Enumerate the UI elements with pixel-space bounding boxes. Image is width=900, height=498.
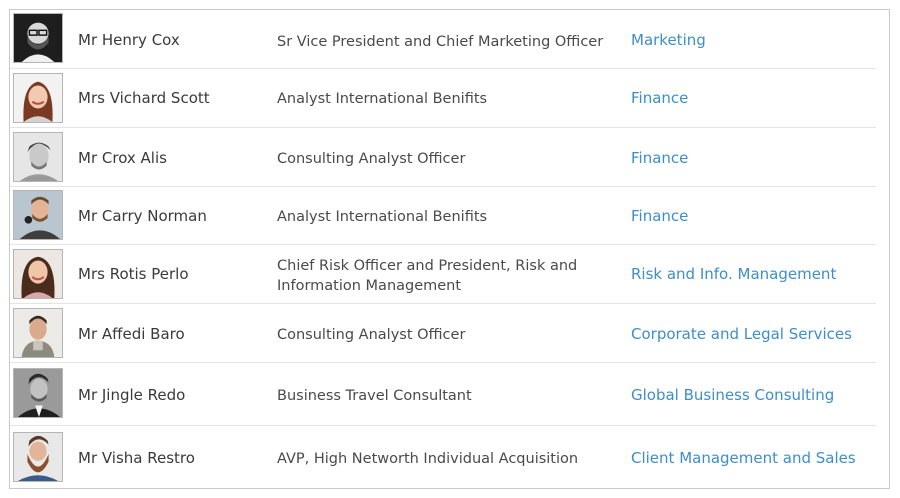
table-row: Mr Affedi Baro Consulting Analyst Office… [10, 304, 876, 363]
employee-title: Sr Vice President and Chief Marketing Of… [277, 34, 604, 50]
avatar [13, 73, 63, 123]
avatar [13, 432, 63, 482]
table-row: Mr Crox Alis Consulting Analyst Officer … [10, 128, 876, 187]
employee-name: Mrs Rotis Perlo [78, 265, 189, 283]
employee-title: Consulting Analyst Officer [277, 327, 466, 343]
employee-name: Mr Jingle Redo [78, 386, 186, 404]
table-row: Mr Jingle Redo Business Travel Consultan… [10, 363, 876, 426]
employee-title: Chief Risk Officer and President, Risk a… [277, 258, 578, 294]
employee-title: Analyst International Benifits [277, 209, 488, 225]
employee-name: Mr Carry Norman [78, 207, 207, 225]
employee-title: Consulting Analyst Officer [277, 151, 466, 167]
table-row: Mr Visha Restro AVP, High Networth Indiv… [10, 426, 876, 489]
table-row: Mr Carry Norman Analyst International Be… [10, 187, 876, 245]
employee-title: Business Travel Consultant [277, 388, 472, 404]
employee-name: Mr Affedi Baro [78, 325, 185, 343]
department-link[interactable]: Finance [631, 207, 689, 225]
avatar [13, 308, 63, 358]
table-row: Mrs Rotis Perlo Chief Risk Officer and P… [10, 245, 876, 304]
avatar [13, 190, 63, 240]
department-link[interactable]: Global Business Consulting [631, 386, 835, 404]
avatar [13, 132, 63, 182]
employee-name: Mrs Vichard Scott [78, 89, 210, 107]
avatar [13, 13, 63, 63]
employee-name: Mr Visha Restro [78, 449, 195, 467]
employee-title: AVP, High Networth Individual Acquisitio… [277, 451, 579, 467]
avatar [13, 249, 63, 299]
department-link[interactable]: Client Management and Sales [631, 449, 856, 467]
department-link[interactable]: Marketing [631, 31, 706, 49]
department-link[interactable]: Finance [631, 149, 689, 167]
employee-title: Analyst International Benifits [277, 91, 488, 107]
employee-name: Mr Henry Cox [78, 31, 180, 49]
department-link[interactable]: Risk and Info. Management [631, 265, 837, 283]
avatar [13, 368, 63, 418]
employee-name: Mr Crox Alis [78, 149, 167, 167]
department-link[interactable]: Corporate and Legal Services [631, 325, 852, 343]
department-link[interactable]: Finance [631, 89, 689, 107]
table-row: Mr Henry Cox Sr Vice President and Chief… [10, 10, 876, 69]
employee-directory-table: Mr Henry Cox Sr Vice President and Chief… [9, 9, 890, 489]
table-row: Mrs Vichard Scott Analyst International … [10, 69, 876, 128]
